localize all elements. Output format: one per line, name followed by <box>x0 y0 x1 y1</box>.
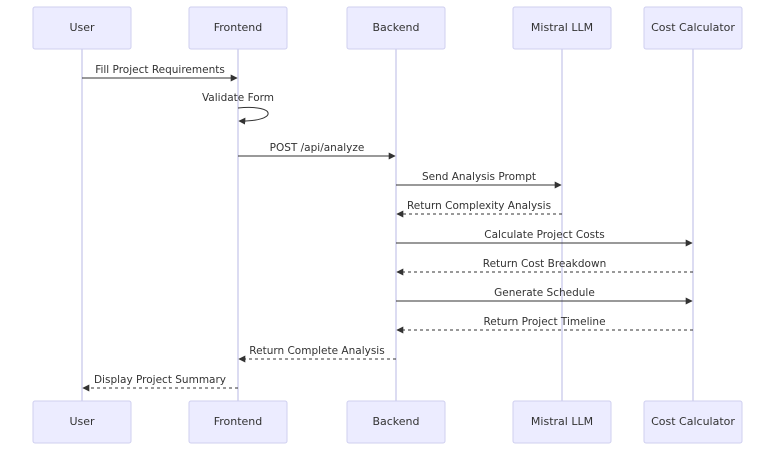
actor-user-bottom: User <box>32 400 132 444</box>
message-label: Return Project Timeline <box>483 316 605 328</box>
message-2: Validate Form <box>202 92 274 125</box>
actor-label: Frontend <box>214 415 263 428</box>
self-message-arrow <box>237 106 269 125</box>
actor-cost-bottom: Cost Calculator <box>643 400 743 444</box>
message-4: Send Analysis Prompt <box>396 171 562 189</box>
actor-label: Mistral LLM <box>531 415 593 428</box>
actor-user-top: User <box>32 6 132 50</box>
message-10: Return Complete Analysis <box>238 345 396 363</box>
actor-frontend-top: Frontend <box>188 6 288 50</box>
actor-backend-top: Backend <box>346 6 446 50</box>
actor-label: User <box>69 415 95 428</box>
message-label: Display Project Summary <box>94 374 226 386</box>
message-7: Return Cost Breakdown <box>396 258 693 276</box>
actor-label: Frontend <box>214 21 263 34</box>
actor-box <box>32 6 132 50</box>
actor-label: Backend <box>372 21 419 34</box>
message-label: Return Complexity Analysis <box>407 200 551 212</box>
actor-box <box>643 6 743 50</box>
actor-cost-top: Cost Calculator <box>643 6 743 50</box>
message-label: Validate Form <box>202 92 274 104</box>
actor-label: Cost Calculator <box>651 415 735 428</box>
message-9: Return Project Timeline <box>396 316 693 334</box>
message-5: Return Complexity Analysis <box>396 200 562 218</box>
actor-frontend-bottom: Frontend <box>188 400 288 444</box>
message-label: Fill Project Requirements <box>95 64 225 76</box>
message-label: Generate Schedule <box>494 287 595 299</box>
message-label: Return Complete Analysis <box>249 345 384 357</box>
message-label: POST /api/analyze <box>270 142 365 154</box>
actor-box <box>643 400 743 444</box>
actor-box <box>188 6 288 50</box>
actor-box <box>512 400 612 444</box>
actor-mistral-top: Mistral LLM <box>512 6 612 50</box>
actor-box <box>512 6 612 50</box>
message-label: Send Analysis Prompt <box>422 171 536 183</box>
actor-box <box>188 400 288 444</box>
actor-label: User <box>69 21 95 34</box>
actor-label: Mistral LLM <box>531 21 593 34</box>
actor-label: Backend <box>372 415 419 428</box>
actor-backend-bottom: Backend <box>346 400 446 444</box>
message-11: Display Project Summary <box>82 374 238 392</box>
actor-box <box>32 400 132 444</box>
message-label: Calculate Project Costs <box>484 229 604 241</box>
message-label: Return Cost Breakdown <box>483 258 606 270</box>
actor-mistral-bottom: Mistral LLM <box>512 400 612 444</box>
message-1: Fill Project Requirements <box>82 64 238 82</box>
message-3: POST /api/analyze <box>238 142 396 160</box>
message-8: Generate Schedule <box>396 287 693 305</box>
actor-box <box>346 6 446 50</box>
actor-label: Cost Calculator <box>651 21 735 34</box>
actor-box <box>346 400 446 444</box>
message-6: Calculate Project Costs <box>396 229 693 247</box>
